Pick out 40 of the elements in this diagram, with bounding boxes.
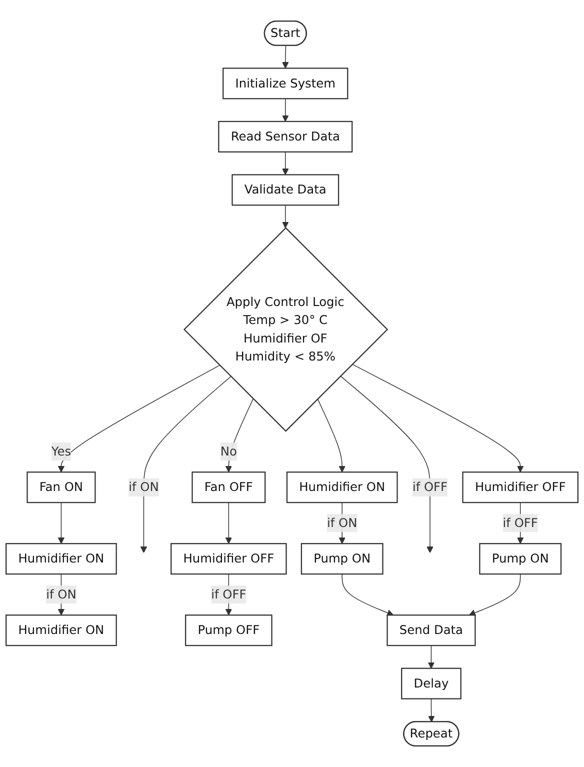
node-box: Humidifier ON <box>6 614 117 646</box>
edge-label: Yes <box>51 444 72 458</box>
node-box: Pump OFF <box>185 614 272 646</box>
node-box: Fan ON <box>26 472 96 504</box>
arrow <box>225 502 232 544</box>
node-box: Send Data <box>386 614 476 646</box>
arrow <box>317 398 346 472</box>
node-diamond: Apply Control Logic Temp > 30° C Humidifier OF Humidity < 85% <box>183 227 388 432</box>
arrow <box>225 398 254 472</box>
node-box: Humidifier ON <box>286 472 398 504</box>
edge-label: if ON <box>46 586 76 602</box>
node-box: Humidifier OFF <box>462 472 578 504</box>
node-box: Humidifier ON <box>6 543 117 575</box>
edge-label: if OFF <box>502 515 538 530</box>
edge-label: No <box>220 444 237 458</box>
arrow <box>428 645 435 669</box>
node-box: Initialize System <box>222 68 348 100</box>
arrow <box>468 574 521 616</box>
edge-label: if OFF <box>211 586 246 602</box>
arrow <box>140 376 232 554</box>
arrow <box>58 502 65 544</box>
arrow <box>282 204 289 228</box>
arrow <box>58 364 220 472</box>
edge-label: if ON <box>128 480 159 494</box>
arrow <box>282 98 289 122</box>
node-box: Fan OFF <box>192 472 266 504</box>
node-box: Delay <box>401 668 462 700</box>
node-box: Pump ON <box>479 543 562 575</box>
node-box: Validate Data <box>232 174 340 206</box>
arrow <box>282 152 289 176</box>
node-box: Humidifier OFF <box>170 543 287 575</box>
edge-label: if ON <box>326 515 358 530</box>
arrow <box>282 45 289 69</box>
arrow <box>428 698 435 722</box>
arrow <box>340 376 434 554</box>
arrow <box>352 364 524 472</box>
edge-label: if OFF <box>412 480 448 494</box>
arrow <box>342 574 394 616</box>
node-box: Read Sensor Data <box>218 120 353 152</box>
node-box: Pump ON <box>300 543 384 575</box>
